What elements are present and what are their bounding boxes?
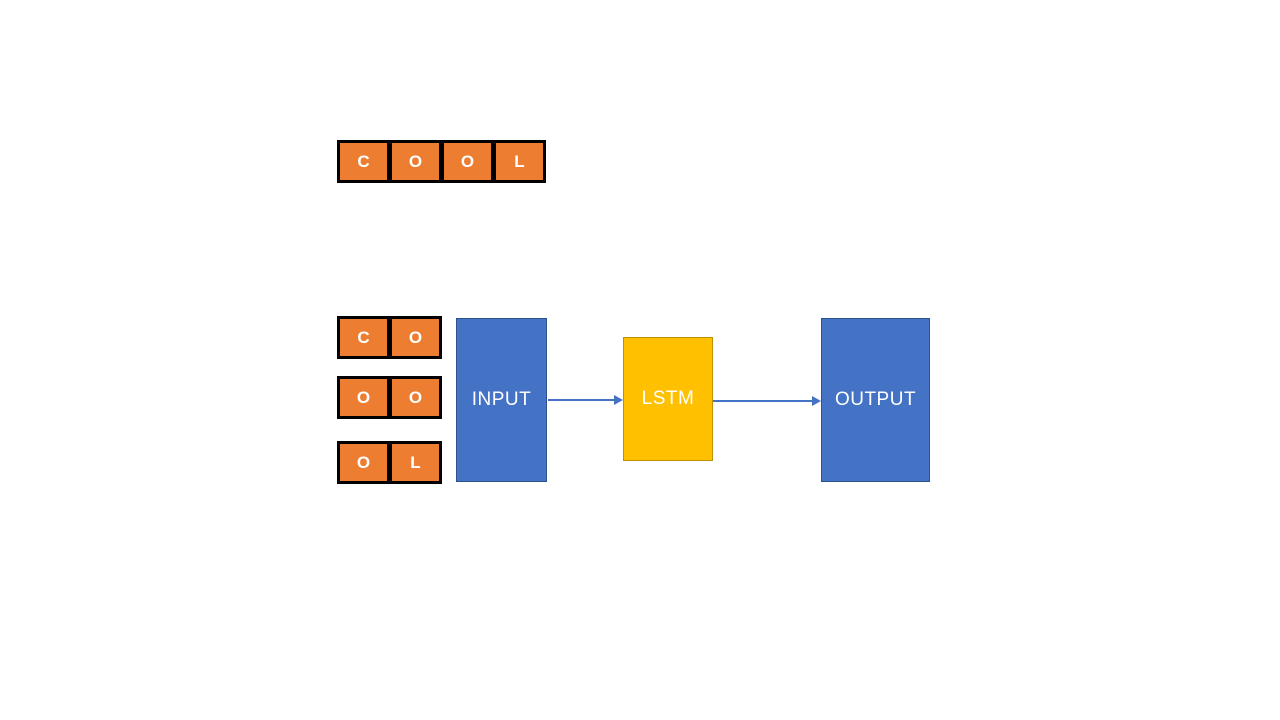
pair-cell: C: [337, 316, 390, 359]
pair-row-3: O L: [337, 441, 442, 484]
pair-cell: O: [337, 376, 390, 419]
lstm-node-label: LSTM: [641, 388, 695, 409]
output-node-label: OUTPUT: [834, 389, 917, 410]
input-node: INPUT: [456, 318, 547, 482]
pair-cell: O: [389, 316, 442, 359]
pair-cell: L: [389, 441, 442, 484]
sequence-cell: O: [441, 140, 494, 183]
pair-cell: O: [389, 376, 442, 419]
output-node: OUTPUT: [821, 318, 930, 482]
sequence-cell: L: [493, 140, 546, 183]
sequence-row-cool: C O O L: [337, 140, 546, 183]
input-node-label: INPUT: [471, 389, 532, 410]
pair-cell: O: [337, 441, 390, 484]
pair-row-1: C O: [337, 316, 442, 359]
pair-row-2: O O: [337, 376, 442, 419]
sequence-cell: O: [389, 140, 442, 183]
arrow-lstm-to-output: [713, 396, 821, 406]
lstm-node: LSTM: [623, 337, 713, 461]
sequence-cell: C: [337, 140, 390, 183]
arrow-input-to-lstm: [548, 395, 623, 405]
